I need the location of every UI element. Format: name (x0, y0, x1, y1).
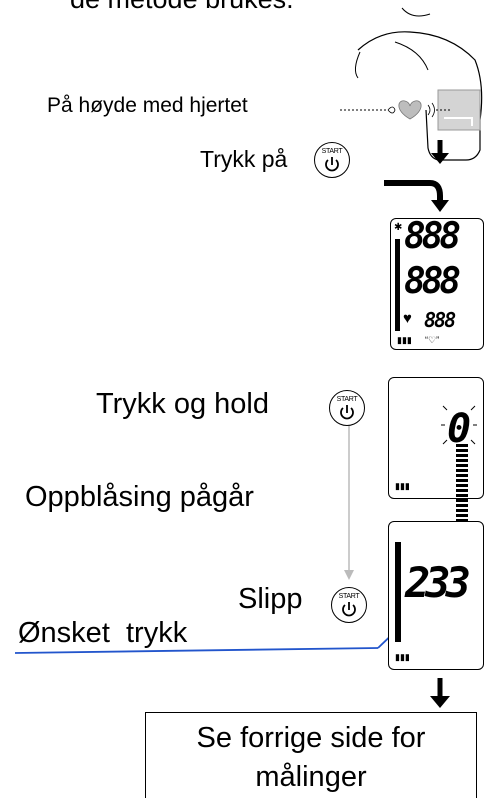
footer-line-2: målinger (255, 761, 367, 793)
start-button-label: START (336, 396, 358, 403)
battery-icon: ▮▮▮ (395, 481, 410, 491)
start-button-label: START (338, 593, 360, 600)
power-icon (342, 602, 356, 617)
lcd-value-pressure: 233 (405, 558, 471, 607)
heart-icon: ♥ (403, 310, 412, 327)
blink-rays-icon (441, 405, 477, 445)
footer-line-1: Se forrige side for (196, 722, 426, 754)
power-icon (325, 157, 339, 172)
lcd-row-diastolic: 888 (404, 261, 461, 302)
lcd-display-pressure: 233 ▮▮▮ (388, 521, 484, 670)
start-button-hold[interactable]: START (329, 390, 365, 426)
power-icon (340, 405, 354, 420)
person-arm-illustration (354, 7, 483, 161)
irregular-heartbeat-icon: “♡” (425, 335, 440, 345)
lcd-bar (395, 542, 401, 642)
lcd-display-all-segments: ✱ 888 888 ♥ 888 ▮▮▮ “♡” (390, 216, 484, 350)
press-start-label: Trykk på (200, 146, 288, 172)
heart-level-indicator (340, 100, 450, 120)
press-hold-label: Trykk og hold (96, 388, 269, 420)
release-label: Slipp (238, 583, 303, 615)
lcd-row-systolic: 888 (404, 216, 461, 257)
battery-icon: ▮▮▮ (397, 335, 412, 345)
heart-level-label: På høyde med hjertet (47, 94, 248, 117)
footer-box: Se forrige side for målinger (145, 712, 477, 798)
start-button[interactable]: START (314, 142, 350, 178)
lcd-row-pulse: 888 (424, 308, 456, 332)
desired-pressure-label: Ønsket trykk (18, 617, 188, 649)
start-button-release[interactable]: START (331, 587, 367, 623)
header-text: de metode brukes. (70, 0, 294, 15)
bluetooth-icon: ✱ (394, 222, 403, 233)
start-button-label: START (321, 148, 343, 155)
lcd-bar (395, 239, 400, 331)
inflating-label: Oppblåsing pågår (25, 481, 254, 513)
battery-icon: ▮▮▮ (395, 652, 410, 662)
